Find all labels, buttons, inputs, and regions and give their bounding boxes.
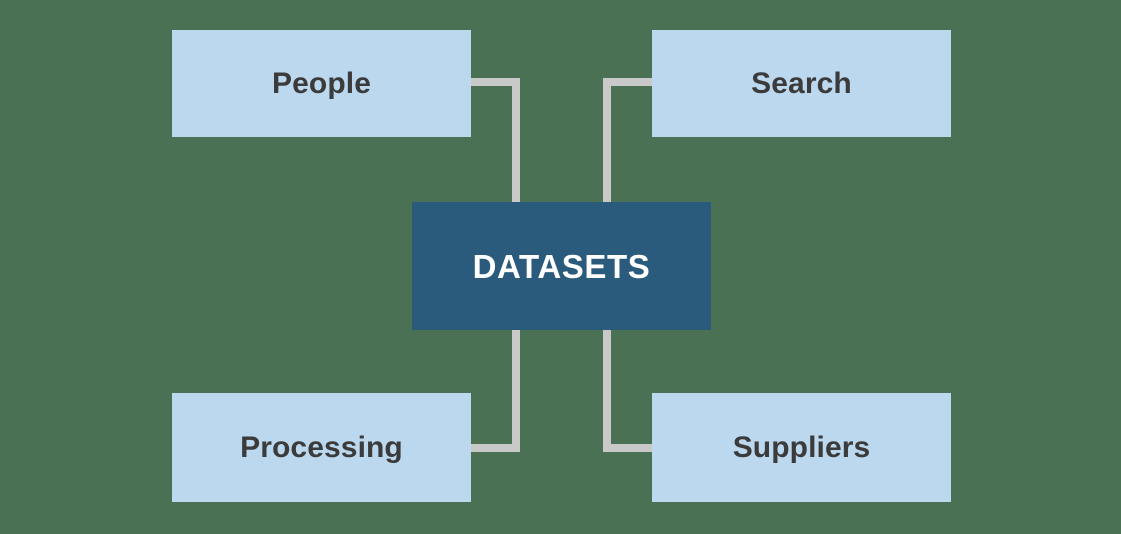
node-people[interactable]: People: [172, 30, 471, 137]
node-processing-label: Processing: [240, 430, 403, 464]
node-datasets-label: DATASETS: [472, 247, 651, 285]
node-search-label: Search: [751, 66, 852, 100]
node-suppliers[interactable]: Suppliers: [652, 393, 951, 502]
connector-search-to-datasets: [603, 78, 652, 206]
node-datasets[interactable]: DATASETS: [412, 202, 711, 330]
node-suppliers-label: Suppliers: [732, 430, 871, 464]
connector-people-to-datasets: [471, 78, 520, 206]
node-people-label: People: [272, 66, 371, 100]
connector-suppliers-to-datasets: [603, 326, 652, 452]
node-processing[interactable]: Processing: [172, 393, 471, 502]
node-search[interactable]: Search: [652, 30, 951, 137]
connector-processing-to-datasets: [471, 326, 520, 452]
